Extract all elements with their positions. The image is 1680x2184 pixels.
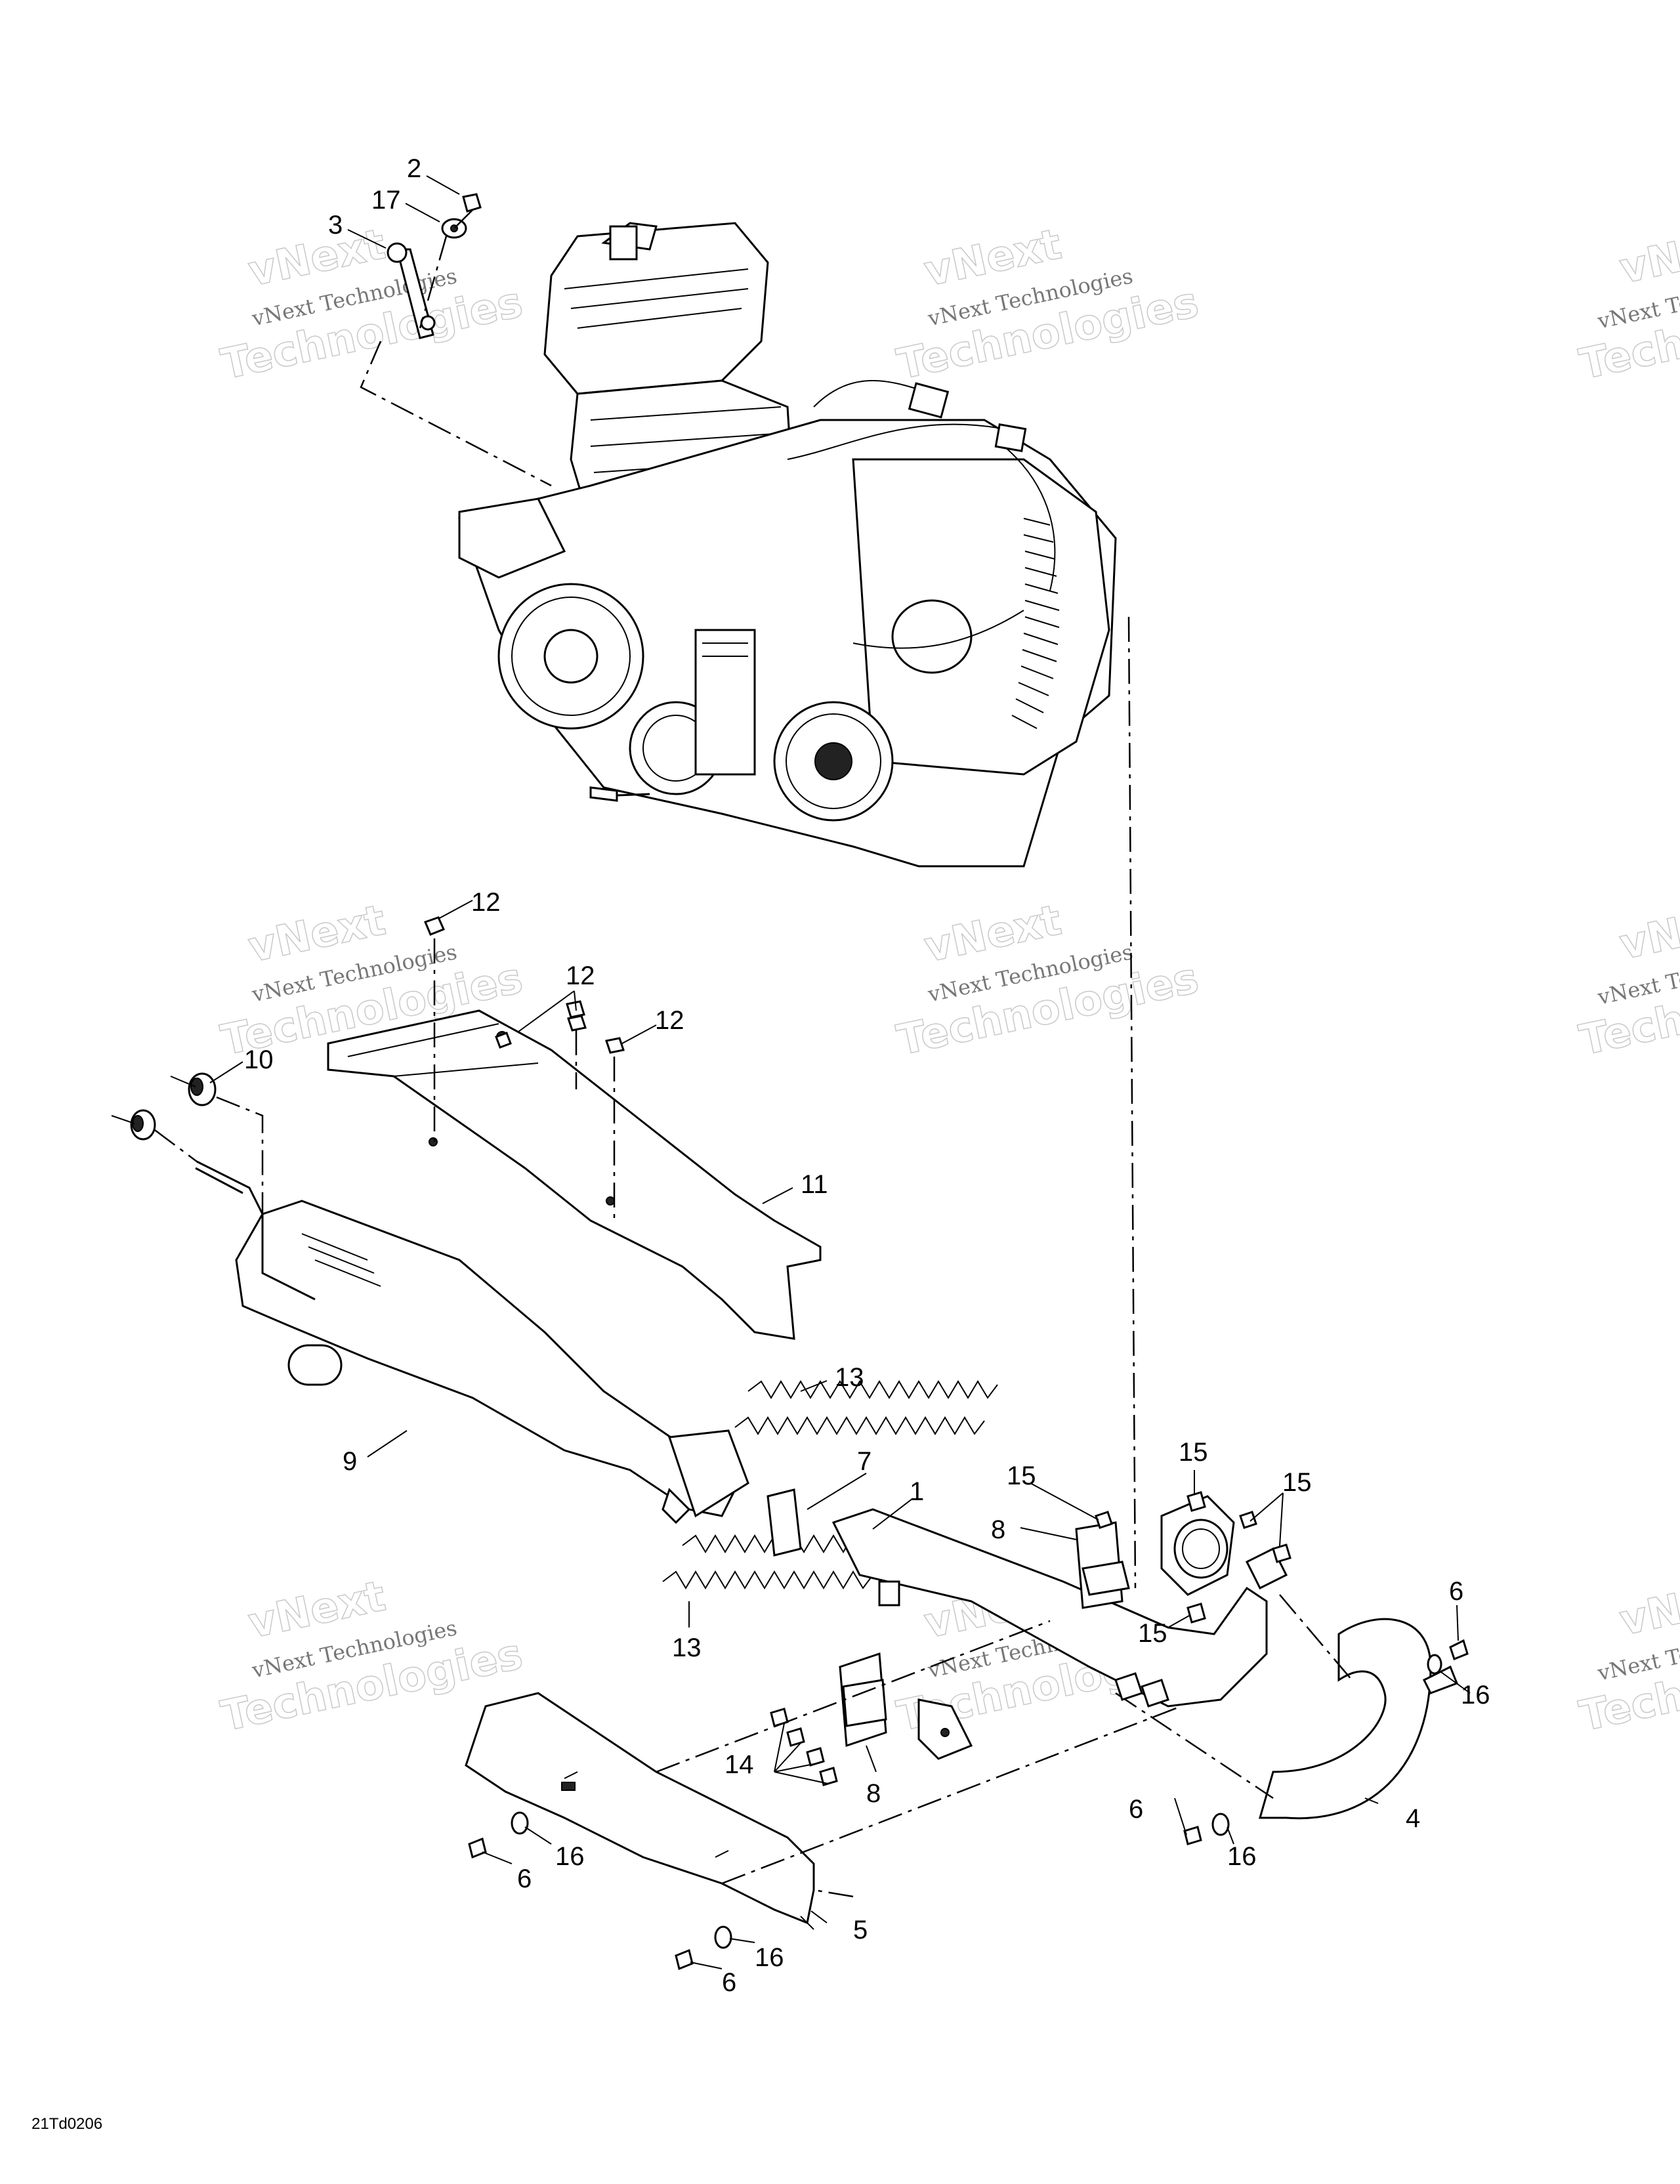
- watermark-bottom-right: vNe vNext Te Techn: [1575, 1578, 1680, 1742]
- callout-12: 12: [471, 888, 501, 917]
- watermark-mid-right: vNe vNext Te Techn: [1575, 902, 1680, 1066]
- callout-15: 15: [1007, 1461, 1036, 1490]
- rubber-mounts-10: [111, 1072, 264, 1214]
- bracket-8-lower: [839, 1652, 973, 1760]
- callout-7: 7: [857, 1447, 872, 1476]
- watermark-mid-center: vNext vNext Technologies Technologies: [892, 896, 1203, 1066]
- engine-assembly: [458, 222, 1117, 868]
- callout-13: 13: [835, 1363, 864, 1392]
- flange-15: [1160, 1491, 1292, 1624]
- callout-17: 17: [371, 186, 401, 215]
- bracket-8-upper: [1075, 1511, 1130, 1609]
- watermark-top-right: vNe vNext Te Techn: [1575, 226, 1680, 390]
- callout-10: 10: [244, 1045, 274, 1074]
- callout-15: 15: [1138, 1619, 1167, 1648]
- callout-16: 16: [1461, 1681, 1490, 1710]
- callout-4: 4: [1406, 1804, 1420, 1833]
- fasteners-12: [423, 916, 625, 1221]
- callout-6: 6: [1129, 1795, 1143, 1824]
- watermark-top-left: vNext vNext Technologies Technologies: [217, 220, 527, 390]
- callout-14: 14: [724, 1750, 754, 1779]
- callout-12: 12: [566, 961, 595, 990]
- watermark-edge: vNe: [1616, 227, 1680, 293]
- muffler-9: [195, 1160, 749, 1524]
- callout-11: 11: [801, 1170, 828, 1199]
- watermark-edge: vNe: [1616, 1579, 1680, 1645]
- callout-6: 6: [722, 1968, 736, 1997]
- callout-8: 8: [991, 1515, 1005, 1544]
- diagram-code: 21Td0206: [32, 2115, 102, 2133]
- fasteners-6-16-lower: [468, 1811, 732, 1971]
- watermark-edge: vNe: [1616, 903, 1680, 969]
- heat-shield-5: [465, 1692, 815, 1930]
- callout-labels: 2 17 3 12 12 12 10 11 9 13 7 1 15 15 15 …: [244, 154, 1490, 1997]
- cooling-fins: [1011, 518, 1060, 729]
- callout-15: 15: [1282, 1468, 1312, 1497]
- callout-6: 6: [1449, 1577, 1463, 1606]
- callout-16: 16: [555, 1842, 585, 1871]
- callout-2: 2: [407, 154, 421, 183]
- bolts-14: [770, 1708, 838, 1786]
- watermark-top-center: vNext vNext Technologies Technologies: [892, 220, 1203, 390]
- callout-8: 8: [866, 1779, 881, 1808]
- callout-5: 5: [853, 1916, 868, 1944]
- callout-1: 1: [910, 1477, 924, 1506]
- callout-3: 3: [328, 211, 343, 240]
- callout-15: 15: [1179, 1438, 1208, 1467]
- callout-16: 16: [1227, 1842, 1257, 1871]
- callout-6: 6: [517, 1864, 532, 1893]
- engine-mount-bracket: [387, 193, 482, 339]
- callout-16: 16: [755, 1943, 784, 1972]
- watermark-bottom-left: vNext vNext Technologies Technologies: [217, 1572, 527, 1742]
- callout-12: 12: [655, 1006, 684, 1035]
- leader-lines: [209, 175, 1471, 1969]
- callout-9: 9: [343, 1447, 357, 1476]
- fasteners-6-16-right: [1183, 1639, 1469, 1845]
- callout-13: 13: [672, 1633, 702, 1662]
- gasket-7: [766, 1488, 802, 1557]
